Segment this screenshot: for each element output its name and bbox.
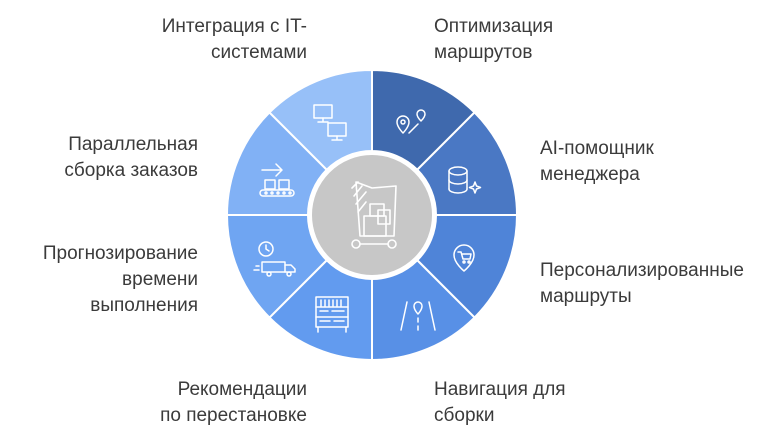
label-line: времени [122, 269, 198, 290]
label-line: Персонализированные [540, 260, 744, 281]
label-line: AI-помощник [540, 138, 654, 159]
label-line: по перестановке [160, 405, 307, 426]
database-sparkle-icon [448, 166, 482, 194]
cart-pin-icon [453, 244, 475, 272]
conveyor-icon [259, 163, 295, 197]
road-pin-icon [400, 301, 436, 331]
label-line: Интеграция с IT- [161, 16, 307, 37]
truck-clock-icon [253, 241, 296, 277]
label-line: маршруты [540, 286, 632, 307]
label-completion-forecast: Прогнозирование времени выполнения [43, 241, 198, 319]
label-rearrangement-recommendations: Рекомендации по перестановке [160, 377, 307, 429]
label-line: Рекомендации [177, 379, 307, 400]
warehouse-cart-icon [351, 181, 397, 249]
label-line: сборка заказов [64, 160, 198, 181]
label-parallel-assembly: Параллельная сборка заказов [64, 132, 198, 184]
label-line: Оптимизация [434, 16, 554, 37]
label-route-optimization: Оптимизация маршрутов [434, 14, 553, 66]
label-line: выполнения [90, 295, 198, 316]
wheel [225, 68, 519, 362]
label-line: Навигация для [434, 379, 566, 400]
label-personal-routes: Персонализированные маршруты [540, 258, 744, 310]
label-line: системами [211, 42, 307, 63]
computers-icon [313, 104, 347, 141]
label-line: маршрутов [434, 42, 533, 63]
label-line: сборки [434, 405, 495, 426]
label-line: менеджера [540, 164, 640, 185]
label-it-integration: Интеграция с IT-системами [162, 14, 307, 66]
label-line: Прогнозирование [42, 243, 198, 264]
label-assembly-navigation: Навигация для сборки [434, 377, 566, 429]
center-hub [308, 151, 436, 279]
shelf-icon [315, 296, 349, 333]
route-pin-icon [396, 109, 426, 134]
label-ai-assistant: AI-помощник менеджера [540, 136, 654, 188]
label-line: Параллельная [68, 134, 198, 155]
